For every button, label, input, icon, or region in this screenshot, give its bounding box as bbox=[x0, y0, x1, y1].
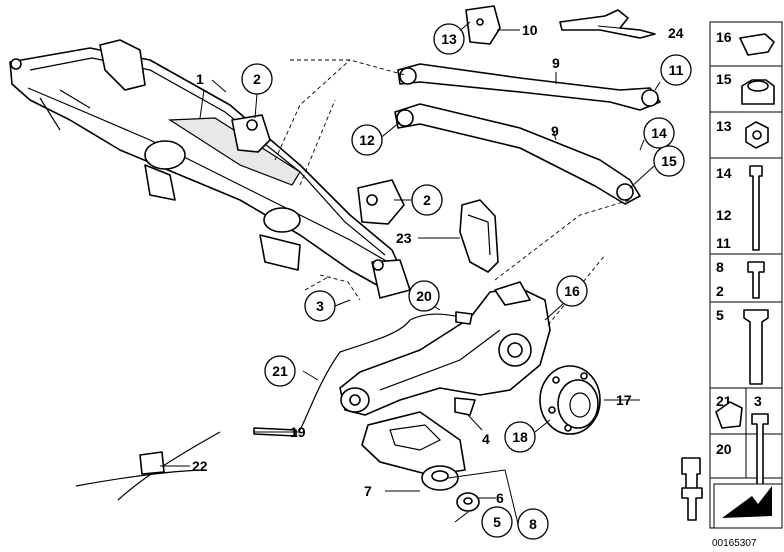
svg-text:1: 1 bbox=[196, 71, 204, 87]
legend-clip-16 bbox=[739, 33, 775, 56]
svg-text:24: 24 bbox=[668, 25, 684, 41]
callout-2-upper: 2 bbox=[241, 63, 273, 95]
svg-text:5: 5 bbox=[493, 514, 501, 530]
legend-16: 16 bbox=[716, 29, 732, 45]
svg-text:20: 20 bbox=[416, 288, 432, 304]
callout-13: 13 bbox=[433, 23, 465, 55]
callout-5: 5 bbox=[481, 506, 513, 538]
legend-bolt-18 bbox=[681, 487, 703, 521]
callout-12: 12 bbox=[351, 124, 383, 156]
legend-8: 8 bbox=[716, 259, 724, 275]
rear-axle-carrier bbox=[9, 39, 411, 299]
svg-text:16: 16 bbox=[564, 283, 580, 299]
view-arrow-box bbox=[713, 483, 783, 529]
callout-18: 18 bbox=[504, 421, 536, 453]
wheel-hub bbox=[539, 365, 601, 435]
legend-14: 14 bbox=[716, 165, 732, 181]
bracket-10 bbox=[465, 5, 501, 45]
wheel-carrier bbox=[339, 281, 551, 416]
callout-24: 24 bbox=[668, 25, 684, 41]
legend-bolt-5 bbox=[743, 309, 769, 385]
svg-text:23: 23 bbox=[396, 230, 412, 246]
link-24 bbox=[559, 9, 656, 39]
bracket-lower bbox=[357, 179, 405, 225]
upper-control-arm bbox=[397, 63, 661, 111]
legend-3: 3 bbox=[754, 393, 762, 409]
callout-4: 4 bbox=[482, 431, 490, 447]
callout-7: 7 bbox=[364, 483, 372, 499]
hardware-legend: 16 15 13 14 12 11 8 2 5 21 3 20 18 bbox=[681, 21, 783, 529]
lower-control-arm bbox=[394, 103, 641, 205]
callout-15: 15 bbox=[653, 145, 685, 177]
svg-text:13: 13 bbox=[441, 31, 457, 47]
legend-2: 2 bbox=[716, 283, 724, 299]
callout-9-lower: 9 bbox=[551, 123, 559, 139]
svg-text:11: 11 bbox=[669, 62, 684, 78]
wiring-22 bbox=[75, 431, 221, 501]
svg-text:21: 21 bbox=[272, 363, 288, 379]
callout-19: 19 bbox=[290, 424, 306, 440]
callout-21: 21 bbox=[264, 355, 296, 387]
plate-7 bbox=[361, 411, 466, 476]
callout-8: 8 bbox=[517, 508, 549, 540]
sensor-cable-20 bbox=[409, 311, 473, 325]
legend-5: 5 bbox=[716, 307, 724, 323]
legend-20: 20 bbox=[716, 441, 732, 457]
legend-13: 13 bbox=[716, 118, 732, 134]
callout-2-lower: 2 bbox=[411, 184, 443, 216]
callout-17: 17 bbox=[616, 392, 632, 408]
legend-clip-21 bbox=[715, 401, 743, 429]
legend-11: 11 bbox=[716, 235, 731, 251]
legend-15: 15 bbox=[716, 71, 732, 87]
callout-14: 14 bbox=[643, 117, 675, 149]
callout-11: 11 bbox=[660, 54, 692, 86]
svg-text:2: 2 bbox=[423, 192, 431, 208]
callout-9-upper: 9 bbox=[552, 55, 560, 71]
svg-text:8: 8 bbox=[529, 516, 537, 532]
svg-text:4: 4 bbox=[482, 431, 490, 447]
svg-text:22: 22 bbox=[192, 458, 208, 474]
legend-bolt-20 bbox=[681, 457, 701, 491]
svg-text:17: 17 bbox=[616, 392, 632, 408]
callout-1: 1 bbox=[196, 71, 204, 87]
svg-text:15: 15 bbox=[661, 153, 677, 169]
bracket-upper bbox=[231, 114, 271, 153]
callout-22: 22 bbox=[192, 458, 208, 474]
legend-bolt-long bbox=[749, 165, 763, 251]
svg-text:2: 2 bbox=[253, 71, 261, 87]
callout-16: 16 bbox=[556, 275, 588, 307]
callout-3: 3 bbox=[304, 290, 336, 322]
svg-text:9: 9 bbox=[551, 123, 559, 139]
svg-text:18: 18 bbox=[512, 429, 528, 445]
svg-text:9: 9 bbox=[552, 55, 560, 71]
callout-10: 10 bbox=[522, 22, 538, 38]
cover-23 bbox=[459, 199, 499, 273]
legend-12: 12 bbox=[716, 207, 732, 223]
callout-6: 6 bbox=[496, 490, 504, 506]
svg-text:14: 14 bbox=[651, 125, 667, 141]
svg-text:6: 6 bbox=[496, 490, 504, 506]
legend-bolt-short bbox=[747, 261, 765, 299]
svg-text:3: 3 bbox=[316, 298, 324, 314]
svg-text:19: 19 bbox=[290, 424, 306, 440]
document-number: 00165307 bbox=[712, 538, 757, 549]
spring-seat-8 bbox=[421, 465, 459, 491]
callout-23: 23 bbox=[396, 230, 412, 246]
svg-text:12: 12 bbox=[359, 132, 375, 148]
svg-text:10: 10 bbox=[522, 22, 538, 38]
washer-6 bbox=[456, 492, 480, 512]
callout-20: 20 bbox=[408, 280, 440, 312]
svg-text:7: 7 bbox=[364, 483, 372, 499]
